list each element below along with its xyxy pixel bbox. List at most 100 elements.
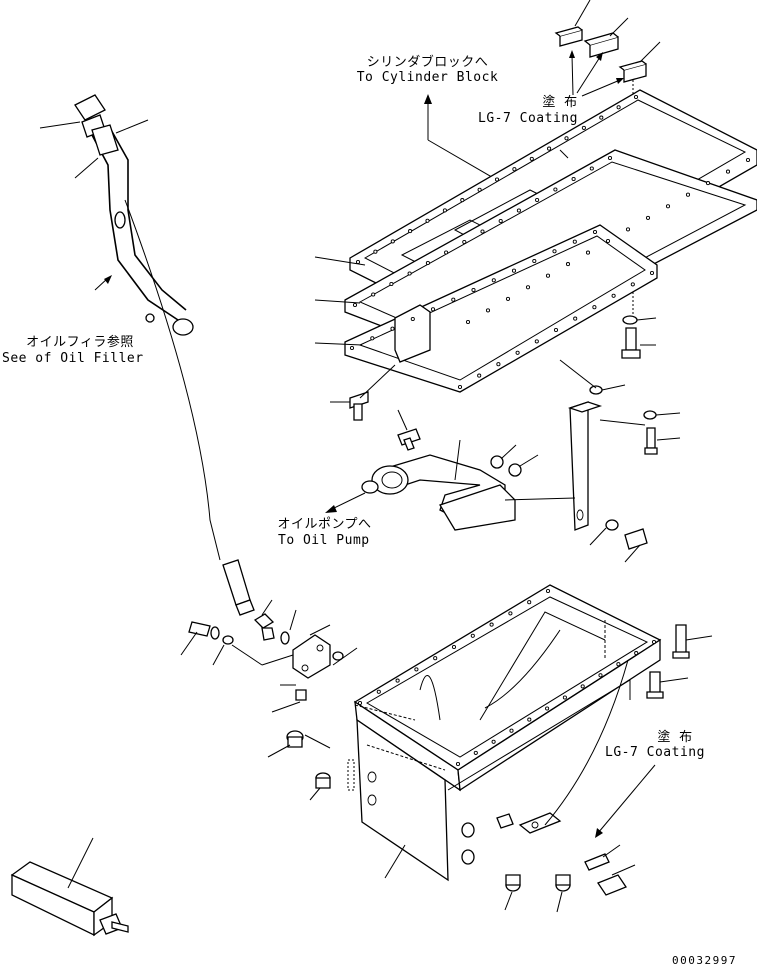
bolt-hole (425, 260, 430, 266)
bolt-hole (515, 350, 520, 355)
coating-top-en: LG-7 Coating (478, 111, 578, 126)
bolt-hole (390, 326, 395, 331)
bolt-hole (589, 166, 594, 171)
bolt-hole (480, 229, 485, 234)
suction-bracket (559, 359, 626, 531)
tube-connector (180, 621, 358, 713)
bolt-hole (580, 684, 585, 689)
bolt-hole (529, 156, 534, 161)
bolt-hole (477, 187, 482, 192)
coating-blocks (554, 0, 661, 83)
pan-bolts (646, 624, 713, 699)
dipstick-fitting (222, 559, 297, 645)
drain-tool (10, 837, 129, 937)
bolt-hole (553, 327, 559, 333)
bolt-hole (633, 94, 639, 100)
bolt-hole (565, 262, 571, 267)
bolt-hole (460, 198, 465, 203)
bolt-hole (489, 622, 494, 627)
bolt-hole (562, 695, 567, 700)
bolt-hole (634, 651, 639, 656)
bolt-hole (494, 177, 500, 182)
bolt-hole (592, 305, 597, 310)
bolt-hole (473, 750, 478, 755)
bolt-hole (370, 336, 375, 341)
to-cylinder-block-en: To Cylinder Block (356, 70, 499, 85)
bolt-hole (462, 239, 467, 245)
bolt-hole (552, 249, 557, 254)
bolt-hole (349, 345, 355, 351)
bolt-hole (527, 600, 532, 605)
drawing-number: 00032997 (672, 954, 737, 967)
bolt-hole (607, 155, 613, 161)
bolt-hole (352, 302, 358, 308)
bolt-hole (525, 285, 531, 290)
oil-suction-pipe (361, 439, 576, 531)
bolt-hole (508, 611, 513, 616)
bolt-hole (491, 739, 496, 744)
bolt-hole (585, 250, 591, 255)
coating-bottom-en: LG-7 Coating (605, 745, 705, 760)
bolt-hole (425, 218, 430, 223)
bolt-hole (572, 239, 577, 244)
bolt-hole (465, 319, 471, 325)
plate-washer (621, 315, 657, 359)
bolt-hole (573, 316, 578, 321)
bolt-hole (433, 656, 438, 661)
bolt-hole (509, 728, 514, 733)
bolt-hole (649, 270, 655, 276)
bolt-hole (355, 259, 361, 265)
bolt-hole (444, 250, 449, 255)
bolt-hole (357, 700, 363, 706)
bolt-hole (414, 667, 419, 672)
bolt-hole (571, 176, 576, 182)
bolt-hole (553, 187, 558, 192)
to-oil-pump-jp: オイルポンプへ (277, 517, 372, 532)
bolt-hole (545, 273, 551, 278)
coating-top-jp: 塗 布 (542, 95, 578, 110)
bolt-hole (457, 384, 463, 390)
bolt-hole (547, 146, 552, 151)
bolt-hole (545, 706, 550, 711)
bolt-hole (371, 292, 376, 297)
to-oil-pump-arrow (325, 492, 366, 513)
bolt-hole (491, 278, 496, 283)
bolt-hole (645, 215, 651, 220)
bolt-hole (390, 239, 395, 244)
bolt-hole (512, 167, 517, 172)
bolt-hole (599, 115, 604, 120)
bolt-hole (451, 297, 456, 302)
bolt-hole (395, 678, 400, 683)
bolt-hole (471, 287, 476, 293)
bolt-hole (496, 362, 501, 367)
bolt-hole (745, 157, 751, 163)
bottom-gasket-plate (344, 224, 658, 393)
bolt-hole (685, 192, 691, 197)
bolt-hole (477, 373, 482, 378)
bolt-hole (611, 293, 616, 298)
bolt-hole (605, 238, 611, 244)
bolt-hole (564, 136, 569, 141)
bolt-hole (498, 218, 503, 224)
bolt-hole (485, 308, 491, 313)
to-cylinder-block-jp: シリンダブロックへ (366, 55, 489, 70)
bolt-hole (581, 125, 586, 130)
oil-filler-en: See of Oil Filler (2, 351, 144, 366)
bolt-hole (705, 181, 711, 186)
bolt-hole (535, 197, 540, 203)
bolt-hole (665, 204, 671, 209)
oil-pan-bolt-holes (357, 588, 657, 767)
pan-fittings (267, 659, 636, 913)
bolt-hole (373, 249, 378, 254)
bolt-hole (442, 208, 447, 213)
bolt-hole (527, 717, 532, 722)
bolt-hole (455, 761, 461, 767)
bolt-hole (725, 169, 731, 174)
bolt-hole (505, 296, 511, 301)
bolt-hole (545, 588, 551, 594)
bolt-hole (625, 227, 631, 232)
oil-pan (347, 584, 662, 882)
bolt-hole (430, 307, 436, 312)
oil-filler-jp: オイルフィラ参照 (26, 335, 134, 350)
